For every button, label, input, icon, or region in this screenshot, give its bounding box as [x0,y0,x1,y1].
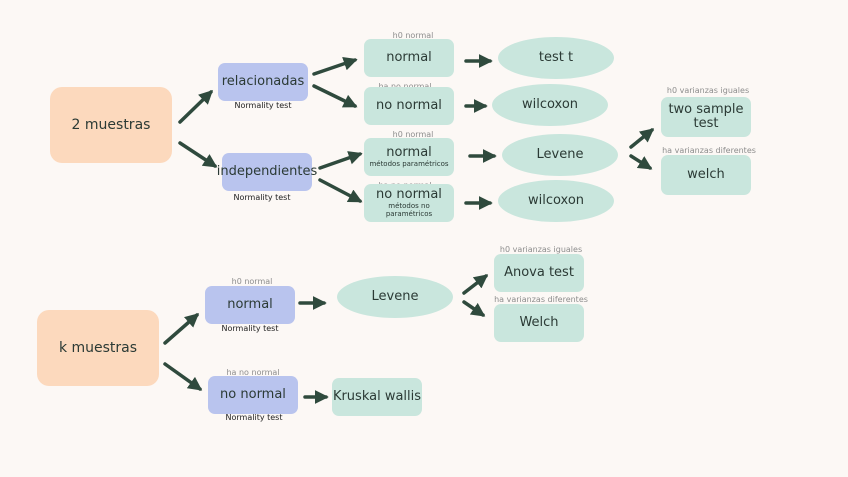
nonparametric-methods-note: métodos no paramétricos [385,202,433,218]
hint-ha-varianzas-diferentes-k: ha varianzas diferentes [494,295,588,304]
hint-h0-varianzas-iguales-k: h0 varianzas iguales [499,245,583,254]
hint-ha-no-normal-rel: ha no normal [378,82,431,91]
node-independientes: independientes [217,153,317,191]
arrow-k-no-normal [163,362,203,391]
node-welch-2: welch [661,155,751,195]
node-levene-2: Levene [502,134,618,176]
no-normal-ind-label: no normal [376,186,442,202]
arrow-2muestras-relacionadas [178,90,214,124]
node-normal-rel: normal [364,39,454,77]
arrow-relacionadas-normal [312,56,358,76]
arrow-independientes-normal [318,151,363,170]
arrow-levene-welch-k [462,300,486,317]
node-wilcoxon-rel: wilcoxon [492,84,608,126]
node-no-normal-rel: no normal [364,87,454,125]
arrow-levene-anova [462,274,489,295]
node-test-t: test t [498,37,614,79]
root-2-muestras: 2 muestras [50,87,172,163]
caption-normality-independientes: Normality test [233,193,291,202]
arrow-k-normal [163,313,200,345]
parametric-methods-note: métodos paramétricos [369,160,449,169]
arrow-levene-welch [629,154,653,170]
node-wilcoxon-ind: wilcoxon [498,180,614,222]
node-two-sample-test: two sample test [661,97,751,137]
node-relacionadas: relacionadas [218,63,308,101]
node-levene-k: Levene [337,276,453,318]
caption-normality-k-nonnormal: Normality test [225,413,283,422]
node-no-normal-k: no normal [208,376,298,414]
arrow-independientes-no-normal [318,178,363,203]
hint-h0-normal-ind: h0 normal [392,130,434,139]
node-welch-k: Welch [494,304,584,342]
hint-ha-no-normal-k: ha no normal [226,368,280,377]
arrow-2muestras-independientes [178,141,218,168]
node-no-normal-ind: no normal métodos no paramétricos [364,184,454,222]
node-anova-test: Anova test [494,254,584,292]
normal-ind-label: normal [386,144,432,160]
arrow-levene-two-sample [629,128,655,149]
hint-h0-varianzas-iguales-2: h0 varianzas iguales [666,86,750,95]
node-normal-ind: normal métodos paramétricos [364,138,454,176]
node-kruskal-wallis: Kruskal wallis [332,378,422,416]
hint-h0-normal-k: h0 normal [231,277,273,286]
caption-normality-relacionadas: Normality test [234,101,292,110]
node-normal-k: normal [205,286,295,324]
arrow-relacionadas-no-normal [312,84,358,108]
caption-normality-k-normal: Normality test [221,324,279,333]
hint-ha-varianzas-diferentes-2: ha varianzas diferentes [662,146,756,155]
hint-h0-normal-rel: h0 normal [392,31,434,40]
root-k-muestras: k muestras [37,310,159,386]
